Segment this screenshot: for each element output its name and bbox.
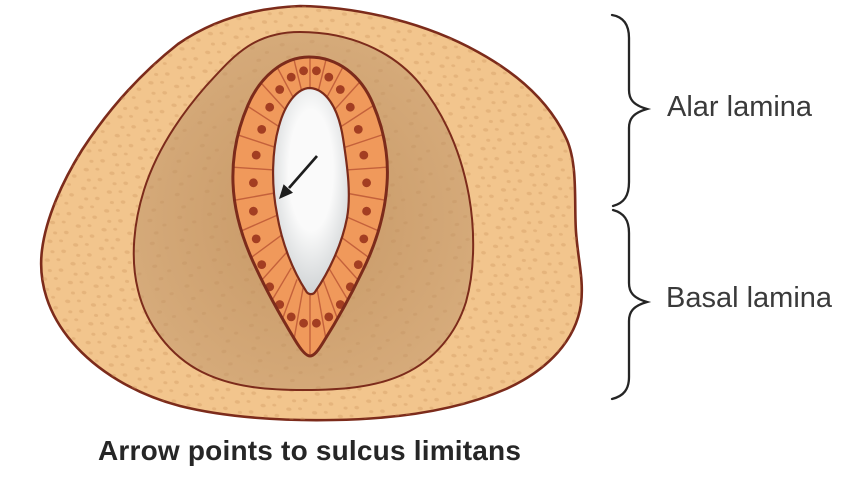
cell-nucleus (324, 72, 334, 82)
arrow-head (279, 184, 293, 199)
sulcus-limitans-arrow (279, 155, 319, 199)
cell-nucleus (335, 85, 345, 94)
alar-lamina-brace (610, 13, 652, 208)
cell-nucleus (353, 260, 363, 269)
cell-wall-line (322, 279, 348, 345)
cell-nucleus (353, 124, 363, 134)
cell-wall-line (232, 233, 284, 272)
cell-nucleus (257, 260, 267, 269)
cell-nucleus (359, 150, 369, 160)
cell-nucleus (249, 206, 258, 216)
cell-nucleus (312, 318, 321, 328)
cell-wall-line (227, 166, 281, 172)
cell-nucleus (324, 312, 334, 322)
cell-nucleus (312, 66, 321, 76)
cell-wall-line (336, 233, 388, 272)
cell-wall-line (328, 267, 364, 326)
cell-nucleus (299, 318, 308, 328)
cell-nucleus (265, 102, 275, 112)
cell-nucleus (251, 234, 261, 244)
cell-nucleus (362, 178, 371, 188)
cell-nucleus (345, 102, 355, 112)
cell-wall-line (332, 252, 378, 301)
cell-nucleus (249, 178, 258, 188)
cell-wall-line (316, 47, 330, 98)
cell-nucleus (286, 72, 296, 82)
cell-wall-line (226, 212, 282, 238)
basal-lamina-brace (610, 208, 652, 401)
basal-lamina-label: Basal lamina (666, 282, 833, 314)
central-canal-lumen (271, 86, 350, 296)
cell-wall-line (316, 286, 330, 357)
cell-nucleus (275, 300, 285, 309)
cell-wall-line (290, 286, 304, 357)
cell-nucleus (275, 85, 285, 94)
cell-wall-line (256, 267, 292, 326)
cell-nucleus (286, 312, 296, 322)
arrow-shaft (287, 155, 319, 189)
cell-wall-line (242, 252, 288, 301)
cell-wall-line (272, 279, 298, 345)
cell-nucleus (251, 150, 261, 160)
cell-nucleus (359, 234, 369, 244)
cell-nucleus (257, 124, 267, 134)
neural-tube-outline (231, 55, 389, 358)
figure-caption: Arrow points to sulcus limitans (98, 435, 522, 466)
cell-nucleus (299, 66, 308, 76)
cell-nucleus (362, 206, 371, 216)
alar-lamina-label: Alar lamina (667, 91, 813, 123)
